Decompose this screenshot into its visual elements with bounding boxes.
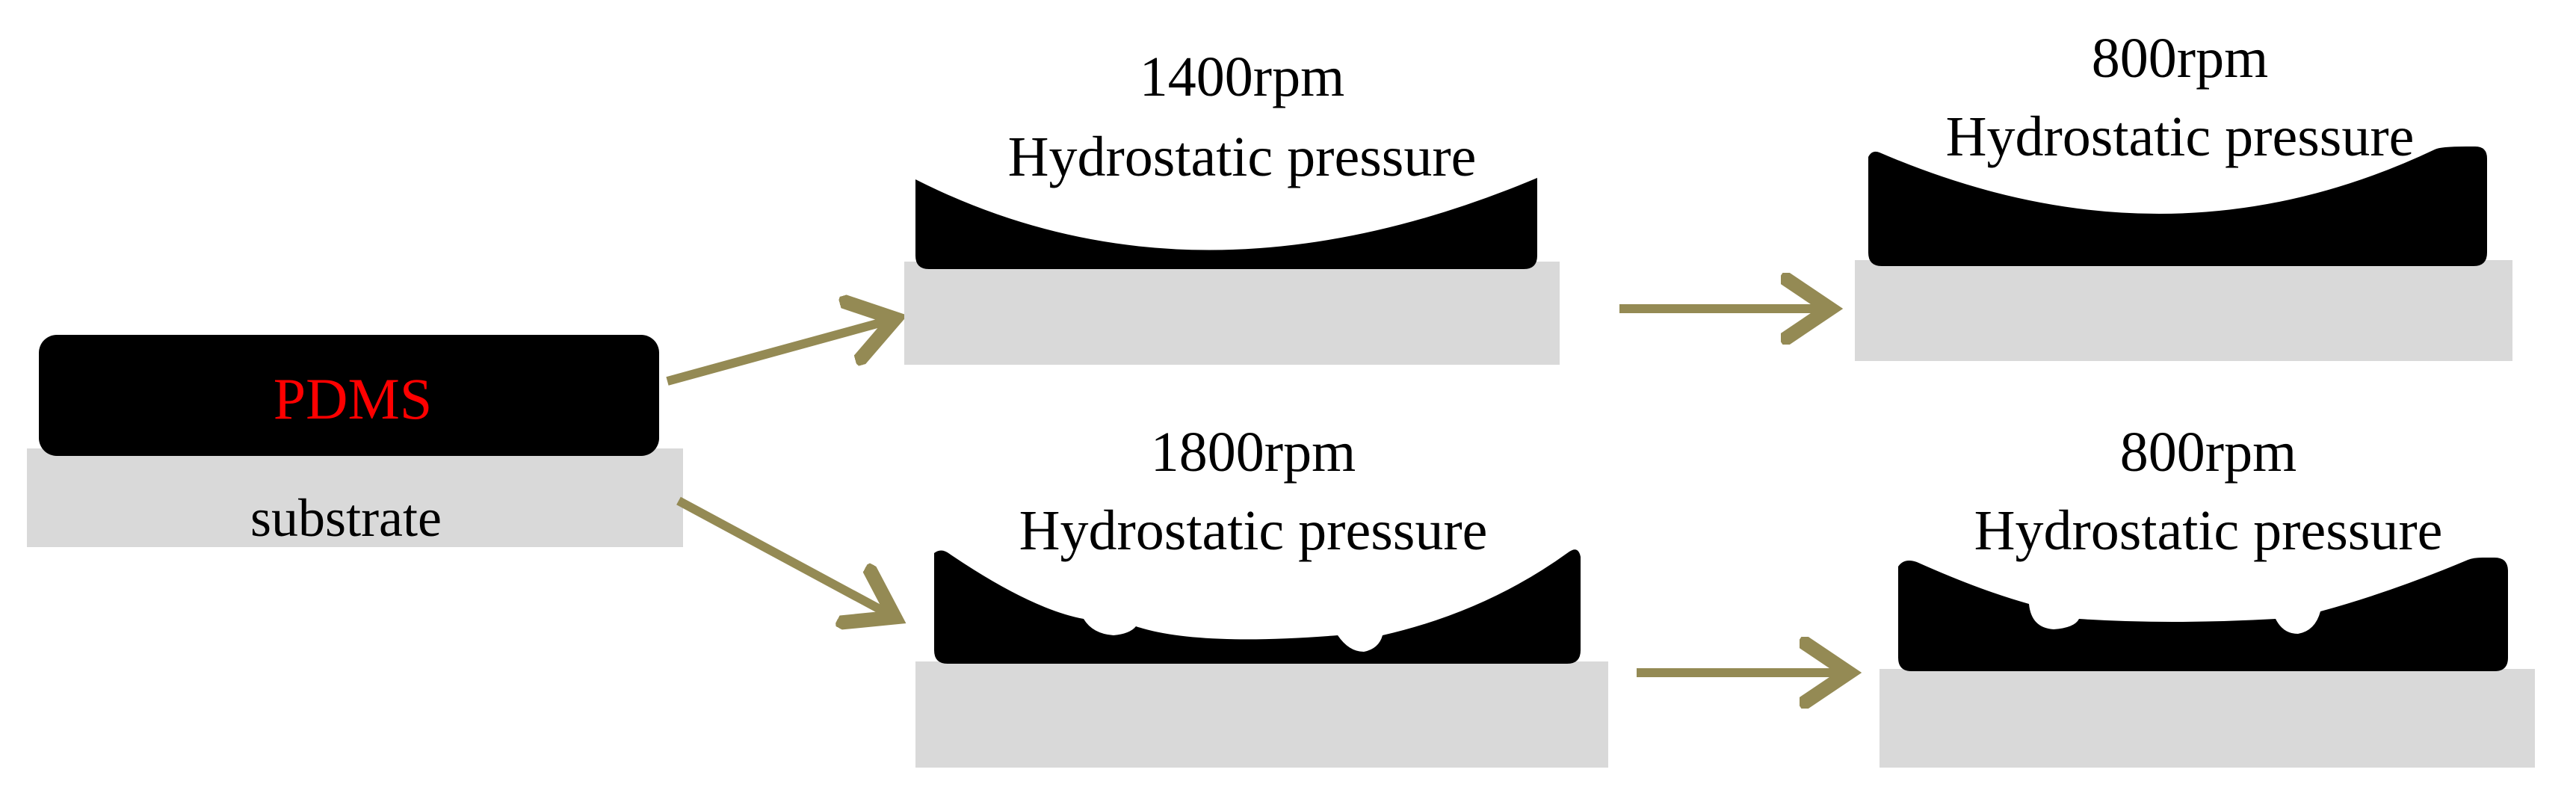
- bottom-second-substrate: [1880, 669, 2535, 768]
- initial-substrate: [27, 448, 683, 547]
- bottom-second-speed: 800rpm: [2120, 421, 2297, 484]
- arrow-to-top-first: [666, 320, 891, 386]
- top-first-pressure: Hydrostatic pressure: [1008, 126, 1477, 188]
- substrate-label: substrate: [250, 488, 442, 548]
- top-second-speed: 800rpm: [2092, 27, 2268, 90]
- bottom-first-pressure: Hydrostatic pressure: [1019, 499, 1488, 562]
- pdms-label: PDMS: [274, 366, 432, 431]
- bottom-second-pressure: Hydrostatic pressure: [1974, 499, 2443, 562]
- bottom-first-speed: 1800rpm: [1151, 421, 1356, 484]
- bottom-first-pdms-layer: [934, 549, 1581, 664]
- arrow-to-bottom-first: [676, 496, 891, 615]
- top-second-substrate: [1855, 260, 2512, 361]
- initial-pdms-layer: [39, 335, 659, 456]
- top-first-speed: 1400rpm: [1140, 46, 1344, 108]
- top-first-substrate: [904, 262, 1560, 365]
- bottom-first-substrate: [915, 661, 1608, 768]
- top-second-pressure: Hydrostatic pressure: [1946, 105, 2415, 168]
- top-first-pdms-layer: [915, 178, 1537, 269]
- bottom-second-pdms-layer: [1898, 558, 2508, 671]
- top-second-pdms-layer: [1868, 146, 2487, 266]
